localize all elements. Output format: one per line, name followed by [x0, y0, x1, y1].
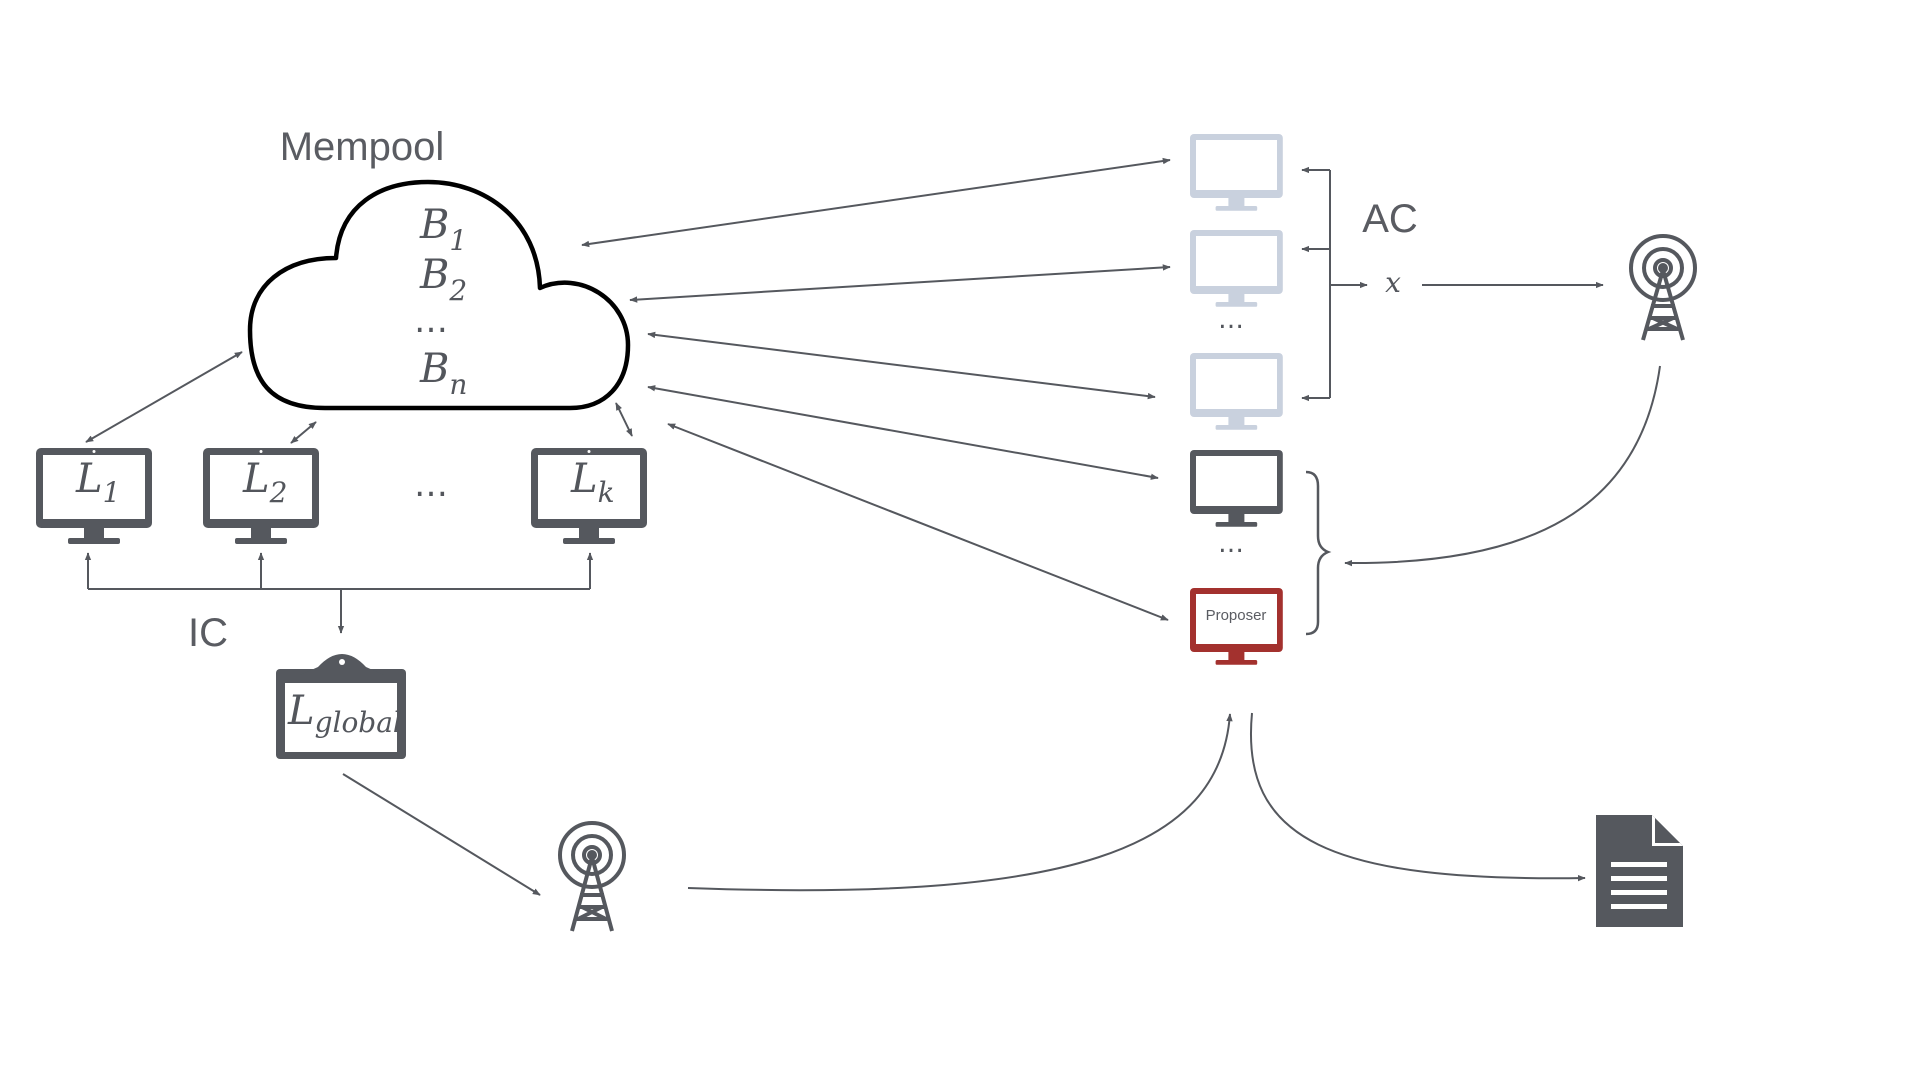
global-ledger: Lglobal — [276, 654, 406, 759]
ledger-label-k: Lk — [570, 456, 615, 509]
ic-label: IC — [188, 611, 228, 655]
ledger-node-1: L1 — [36, 448, 152, 544]
arrow-mempool-ac1 — [581, 157, 1171, 248]
monitor-icon — [203, 448, 319, 544]
ac-ellipsis: … — [1218, 305, 1250, 335]
monitor-icon — [1190, 353, 1283, 430]
ac-label: AC — [1362, 197, 1418, 241]
clipboard-icon — [276, 654, 406, 759]
arrow-proposer-document — [1250, 712, 1586, 882]
antenna-tower-icon — [1629, 234, 1697, 341]
mempool-block-1: B1 — [419, 202, 467, 257]
antenna-tower-icon — [558, 821, 626, 932]
ledger-label-2: L2 — [242, 456, 287, 509]
ac-output-x: x — [1385, 266, 1401, 299]
monitor-icon — [36, 448, 152, 544]
arrow-ledger2-mempool — [290, 421, 317, 444]
mempool-block-n: Bn — [419, 346, 467, 401]
ac-node-1 — [1190, 134, 1283, 211]
arrow-antenna-validators — [1344, 365, 1661, 567]
ledger-node-2: L2 — [203, 448, 319, 544]
validators-brace — [1305, 470, 1332, 636]
arrow-mempool-validator — [647, 385, 1159, 480]
monitor-icon — [531, 448, 647, 544]
monitor-icon — [1190, 450, 1283, 527]
arrow-global-antenna — [342, 773, 541, 896]
proposer-label: Proposer — [1206, 607, 1267, 624]
proposer-node: Proposer — [1190, 588, 1283, 665]
document-icon — [1596, 815, 1683, 927]
cloud-icon — [247, 179, 631, 411]
validator-node — [1190, 450, 1283, 527]
ic-connector — [84, 552, 594, 634]
mempool-title: Mempool — [280, 125, 445, 169]
arrow-antenna-proposer — [687, 713, 1233, 892]
mempool-block-2: B2 — [419, 252, 467, 307]
arrow-mempool-proposer — [667, 423, 1169, 621]
ac-node-2 — [1190, 230, 1283, 307]
arrow-mempool-ac2 — [629, 264, 1171, 303]
ledgers-ellipsis: … — [414, 465, 454, 505]
arrow-ledgerk-mempool — [615, 402, 633, 437]
arrow-ledger1-mempool — [85, 351, 243, 443]
ac-node-3 — [1190, 353, 1283, 430]
monitor-icon — [1190, 134, 1283, 211]
monitor-icon — [1190, 588, 1283, 665]
monitor-icon — [1190, 230, 1283, 307]
ledger-label-1: L1 — [75, 456, 120, 509]
ledger-node-k: Lk — [531, 448, 647, 544]
mempool-ellipsis: … — [414, 301, 454, 341]
global-ledger-label: Lglobal — [287, 688, 402, 739]
ac-bracket — [1301, 166, 1368, 402]
arrow-mempool-ac3 — [647, 331, 1156, 400]
validators-ellipsis: … — [1218, 529, 1250, 559]
